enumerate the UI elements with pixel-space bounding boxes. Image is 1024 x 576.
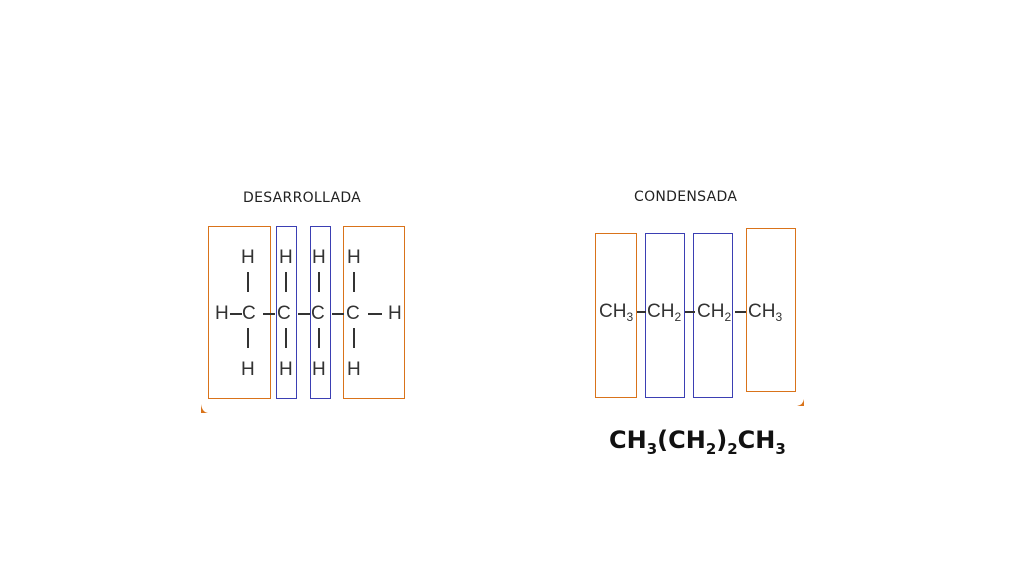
single-bond — [685, 311, 695, 313]
condensed-heading: CONDENSADA — [634, 189, 738, 205]
carbon-atom: C — [277, 303, 291, 324]
hydrogen-atom: H — [347, 247, 361, 268]
hydrogen-atom: H — [279, 247, 293, 268]
single-bond — [263, 313, 275, 315]
condensed-formula: CH3(CH2)2CH3 — [609, 426, 786, 458]
hydrogen-atom: H — [347, 359, 361, 380]
hydrogen-atom: H — [241, 359, 255, 380]
terminal-group-box-right — [343, 226, 405, 399]
terminal-group-box-left — [208, 226, 271, 399]
corner-mark-icon — [797, 399, 804, 406]
terminal-group-box-right — [746, 228, 796, 392]
carbon-atom: C — [311, 303, 325, 324]
terminal-group-box-left — [595, 233, 637, 398]
methylene-group: CH2 — [697, 301, 732, 324]
hydrogen-atom: H — [279, 359, 293, 380]
hydrogen-atom: H — [312, 359, 326, 380]
single-bond — [353, 272, 355, 292]
hydrogen-atom: H — [215, 303, 229, 324]
corner-mark-icon — [201, 404, 208, 413]
hydrogen-atom: H — [312, 247, 326, 268]
single-bond — [230, 313, 242, 315]
single-bond — [332, 313, 344, 315]
middle-group-box-2 — [693, 233, 733, 398]
single-bond — [247, 328, 249, 348]
hydrogen-atom: H — [241, 247, 255, 268]
hydrogen-atom: H — [388, 303, 402, 324]
middle-group-box-1 — [645, 233, 685, 398]
single-bond — [353, 328, 355, 348]
carbon-atom: C — [346, 303, 360, 324]
single-bond — [637, 311, 646, 313]
single-bond — [318, 328, 320, 348]
developed-heading: DESARROLLADA — [243, 190, 362, 206]
single-bond — [285, 272, 287, 292]
single-bond — [247, 272, 249, 292]
single-bond — [298, 313, 310, 315]
methylene-group: CH2 — [647, 301, 682, 324]
single-bond — [735, 311, 746, 313]
single-bond — [368, 313, 382, 315]
middle-group-box-2 — [310, 226, 331, 399]
carbon-atom: C — [242, 303, 256, 324]
single-bond — [318, 272, 320, 292]
methyl-group: CH3 — [599, 301, 634, 324]
single-bond — [285, 328, 287, 348]
middle-group-box-1 — [276, 226, 297, 399]
methyl-group: CH3 — [748, 301, 783, 324]
